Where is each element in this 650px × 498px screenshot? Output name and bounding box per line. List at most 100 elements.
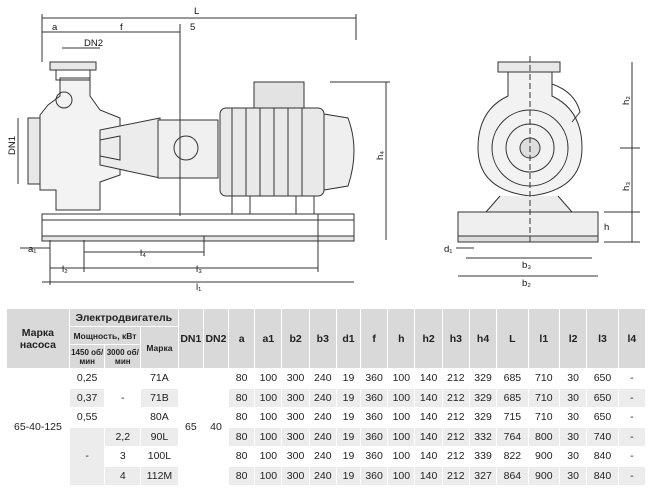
cell-l3: 650	[586, 387, 619, 408]
cell-l2: 30	[559, 465, 588, 486]
cell-b3: 240	[308, 368, 337, 389]
cell-L: 685	[496, 368, 529, 389]
label-l4: l₄	[140, 248, 146, 259]
cell-motor: 71B	[140, 387, 179, 408]
col-dn2: DN2	[202, 308, 230, 369]
cell-h2: 140	[414, 426, 443, 447]
col-rpm3000: 3000 об/мин	[104, 344, 142, 369]
cell-l1: 710	[527, 368, 561, 389]
cell-pump-model: 65-40-125	[6, 368, 70, 486]
cell-l1: 900	[527, 465, 561, 486]
cell-a1: 100	[254, 446, 283, 467]
col-b2: b2	[281, 308, 310, 369]
cell-l2: 30	[559, 446, 588, 467]
cell-a1: 100	[254, 426, 283, 447]
cell-p3000: 3	[104, 446, 142, 467]
cell-p3000-dash: -	[104, 368, 142, 428]
cell-dn2: 40	[202, 368, 230, 486]
cell-h: 100	[387, 407, 416, 428]
cell-f: 360	[359, 368, 389, 389]
cell-h3: 212	[441, 426, 470, 447]
cell-h3: 212	[441, 368, 470, 389]
cell-motor: 90L	[140, 426, 179, 447]
col-motor: Электродвигатель	[68, 308, 179, 327]
label-b3: b₃	[522, 260, 531, 271]
pump-drawing: L a f 5 DN2 DN1 h₄ a₁ l₂ l₄ l₃ l₁ h₂ h₃ …	[7, 6, 640, 293]
table-row: 0,55 80A 80 100 300 240 19 360 100 140 2…	[7, 407, 647, 428]
col-f: f	[359, 308, 389, 369]
cell-l2: 30	[559, 426, 588, 447]
table-row: 4 112M 80 100 300 240 19 360 100 140 212…	[7, 465, 647, 486]
col-h3: h3	[441, 308, 470, 369]
col-l3: l3	[586, 308, 619, 369]
col-pump-model: Марка насоса	[6, 308, 70, 369]
label-l1: l₁	[196, 282, 201, 293]
pump-casing	[39, 77, 121, 211]
cell-d1: 19	[335, 465, 362, 486]
col-dn1: DN1	[177, 308, 204, 369]
cell-motor: 71A	[140, 368, 179, 389]
cell-l3: 740	[586, 426, 619, 447]
cell-h4: 329	[468, 387, 498, 408]
cell-d1: 19	[335, 446, 362, 467]
cell-b2: 300	[281, 387, 310, 408]
cell-motor: 80A	[140, 407, 179, 428]
cell-p1450: 0,55	[68, 407, 106, 428]
cell-b3: 240	[308, 465, 337, 486]
cell-L: 764	[496, 426, 529, 447]
col-b3: b3	[308, 308, 337, 369]
side-outlet-flange	[497, 61, 561, 73]
cell-f: 360	[359, 387, 389, 408]
cell-motor: 100L	[140, 446, 179, 467]
label-h3: h₃	[621, 182, 632, 191]
cell-l4: -	[617, 465, 647, 486]
cell-h: 100	[387, 387, 416, 408]
cell-f: 360	[359, 465, 389, 486]
label-L: L	[194, 6, 199, 17]
col-h4: h4	[468, 308, 498, 369]
outlet-flange	[49, 61, 97, 71]
cell-d1: 19	[335, 426, 362, 447]
cell-h3: 212	[441, 387, 470, 408]
cell-h4: 332	[468, 426, 498, 447]
cell-l3: 650	[586, 368, 619, 389]
label-l2: l₂	[62, 264, 68, 275]
cell-a: 80	[228, 368, 256, 389]
cell-a1: 100	[254, 368, 283, 389]
cell-a: 80	[228, 407, 256, 428]
technical-drawing: L a f 5 DN2 DN1 h₄ a₁ l₂ l₄ l₃ l₁ h₂ h₃ …	[7, 6, 640, 293]
cell-h3: 212	[441, 446, 470, 467]
cell-l1: 800	[527, 426, 561, 447]
cell-a: 80	[228, 446, 256, 467]
cell-l1: 900	[527, 446, 561, 467]
cell-a: 80	[228, 426, 256, 447]
cell-l4: -	[617, 407, 647, 428]
cell-h: 100	[387, 368, 416, 389]
cell-f: 360	[359, 407, 389, 428]
cell-b2: 300	[281, 465, 310, 486]
label-a1: a₁	[28, 244, 37, 255]
col-a1: a1	[254, 308, 283, 369]
cell-L: 715	[496, 407, 529, 428]
cell-a: 80	[228, 465, 256, 486]
cell-b2: 300	[281, 446, 310, 467]
cell-h4: 329	[468, 407, 498, 428]
label-5: 5	[190, 22, 195, 33]
col-l1: l1	[527, 308, 561, 369]
cell-L: 685	[496, 387, 529, 408]
cell-h4: 327	[468, 465, 498, 486]
cell-l2: 30	[559, 387, 588, 408]
cell-p1450-dash: -	[68, 426, 106, 486]
cell-b3: 240	[308, 446, 337, 467]
cell-h2: 140	[414, 465, 443, 486]
table-row: 65-40-125 0,25 - 71A 65 40 80 100 300 24…	[6, 368, 647, 486]
cell-a1: 100	[254, 407, 283, 428]
cell-b3: 240	[308, 426, 337, 447]
cell-h: 100	[387, 446, 416, 467]
label-dn1: DN1	[7, 136, 18, 155]
label-dn2: DN2	[84, 38, 103, 49]
col-L: L	[496, 308, 529, 369]
cell-f: 360	[359, 426, 389, 447]
label-b2: b₂	[522, 278, 531, 289]
spec-table: Марка насоса Электродвигатель DN1 DN2 a …	[6, 308, 647, 486]
